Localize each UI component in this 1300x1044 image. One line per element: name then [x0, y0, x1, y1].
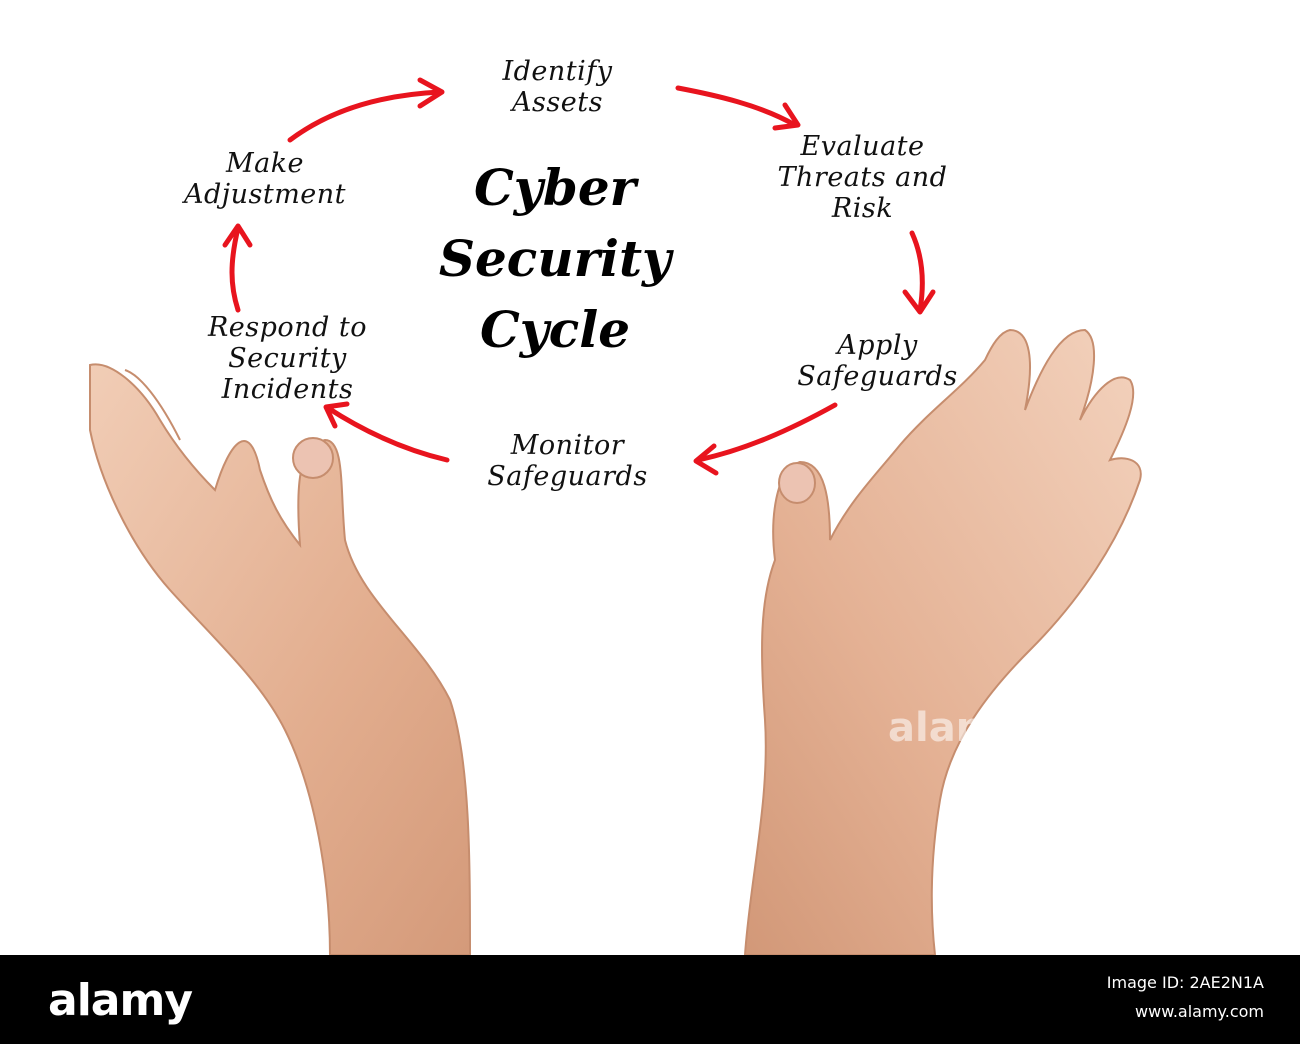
title-line: Security [438, 229, 672, 288]
left-hand [89, 363, 471, 955]
arrow-respond-to-adjust [222, 223, 253, 313]
arrow-evaluate-to-apply [902, 230, 936, 315]
arrow-adjust-to-identify [287, 77, 445, 143]
hands-illustration [89, 77, 1142, 955]
watermark: alamy [888, 705, 1024, 751]
step-monitor-safeguards: Monitor Safeguards [487, 430, 648, 492]
title-line: Cycle [479, 300, 631, 359]
title-line: Cyber [474, 158, 636, 217]
right-thumbnail [778, 462, 816, 504]
footer-info: Image ID: 2AE2N1A www.alamy.com [1107, 973, 1264, 1021]
diagram-title: Cyber Security Cycle [395, 152, 715, 365]
footer-bar: alamy Image ID: 2AE2N1A www.alamy.com [0, 955, 1300, 1044]
step-apply-safeguards: Apply Safeguards [797, 330, 958, 392]
step-evaluate-threats: Evaluate Threats and Risk [777, 131, 948, 224]
cycle-arrows [222, 77, 936, 476]
step-identify-assets: Identify Assets [502, 56, 613, 118]
arrow-apply-to-monitor [693, 402, 838, 476]
arrow-monitor-to-respond [323, 401, 450, 463]
step-make-adjustment: Make Adjustment [183, 148, 347, 210]
site-url: www.alamy.com [1135, 1002, 1264, 1021]
right-hand [743, 328, 1142, 955]
step-respond-incidents: Respond to Security Incidents [207, 312, 368, 405]
image-id-text: Image ID: 2AE2N1A [1106, 973, 1264, 992]
left-thumbnail [292, 437, 334, 479]
arrow-identify-to-evaluate [675, 85, 801, 131]
alamy-logo: alamy [48, 975, 193, 1026]
